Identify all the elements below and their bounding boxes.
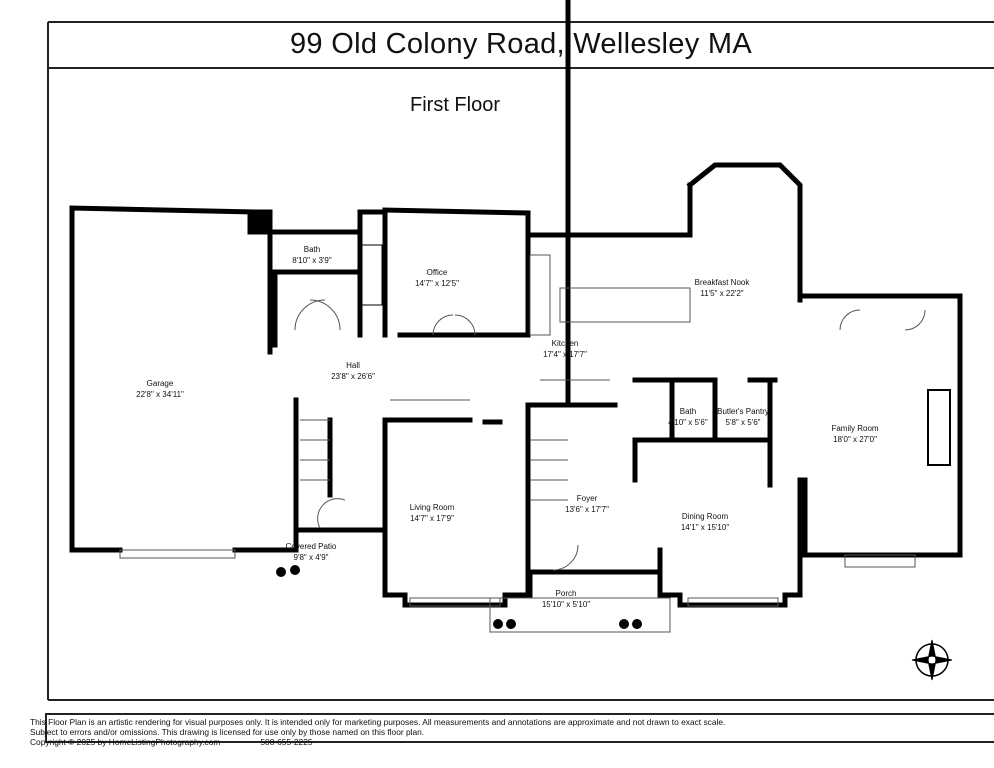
room-name: Kitchen <box>551 339 579 348</box>
floor-label: First Floor <box>410 94 500 116</box>
room-name: Dining Room <box>681 512 729 521</box>
room-size: 9'8" x 4'9" <box>293 553 329 562</box>
room-family-room: Family Room 18'0" x 27'0" <box>831 423 878 445</box>
page-title: 99 Old Colony Road, Wellesley MA <box>290 28 752 60</box>
room-size: 5'8" x 5'6" <box>725 418 761 427</box>
disclaimer-line: Subject to errors and/or omissions. This… <box>30 727 425 737</box>
room-kitchen: Kitchen 17'4" x 17'7" <box>543 338 587 360</box>
room-size: 14'7" x 12'5" <box>415 279 459 288</box>
room-size: 22'8" x 34'11" <box>136 390 184 399</box>
disclaimer-footer: This Floor Plan is an artistic rendering… <box>30 717 725 747</box>
compass-rose-icon <box>911 639 953 681</box>
page-frame <box>45 21 994 743</box>
room-size: 14'7" x 17'9" <box>410 514 454 523</box>
room-name: Hall <box>346 361 360 370</box>
columns <box>276 565 642 629</box>
fixtures <box>119 244 951 633</box>
room-dining-room: Dining Room 14'1" x 15'10" <box>681 511 729 533</box>
stairs-lines <box>300 399 568 501</box>
room-bath-1: Bath 8'10" x 3'9" <box>292 244 331 266</box>
room-name: Bath <box>679 407 697 416</box>
room-size: 17'4" x 17'7" <box>543 350 587 359</box>
room-breakfast-nook: Breakfast Nook 11'5" x 22'2" <box>695 277 750 299</box>
room-name: Bath <box>303 245 321 254</box>
room-covered-patio: Covered Patio 9'8" x 4'9" <box>286 541 337 563</box>
room-name: Family Room <box>831 424 879 433</box>
room-size: 8'10" x 3'9" <box>292 256 332 265</box>
room-name: Garage <box>146 379 174 388</box>
room-size: 18'0" x 27'0" <box>833 435 877 444</box>
room-office: Office 14'7" x 12'5" <box>415 267 459 289</box>
room-butlers-pantry: Butler's Pantry 5'8" x 5'6" <box>717 406 769 428</box>
room-garage: Garage 22'8" x 34'11" <box>136 378 184 400</box>
room-name: Foyer <box>576 494 598 503</box>
room-size: 14'1" x 15'10" <box>680 523 730 532</box>
room-porch: Porch 15'10" x 5'10" <box>542 588 590 610</box>
room-size: 15'10" x 5'10" <box>541 600 591 609</box>
room-hall: Hall 23'8" x 26'6" <box>331 360 375 382</box>
room-living-room: Living Room 14'7" x 17'9" <box>410 502 454 524</box>
copyright-text: Copyright © 2025 by HomeListingPhotograp… <box>30 737 221 747</box>
room-bath-2: Bath 4'10" x 5'6" <box>668 406 707 428</box>
room-name: Office <box>426 268 448 277</box>
room-foyer: Foyer 13'6" x 17'7" <box>565 493 609 515</box>
phone-number: 508-655-2225 <box>260 737 313 747</box>
room-size: 11'5" x 22'2" <box>700 289 744 298</box>
room-name: Living Room <box>409 503 455 512</box>
room-name: Butler's Pantry <box>717 407 769 416</box>
room-name: Porch <box>555 589 577 598</box>
room-name: Covered Patio <box>285 542 337 551</box>
copyright-line: Copyright © 2025 by HomeListingPhotograp… <box>30 737 725 747</box>
walls <box>69 0 963 608</box>
room-name: Breakfast Nook <box>694 278 750 287</box>
room-size: 13'6" x 17'7" <box>565 505 609 514</box>
disclaimer-line: This Floor Plan is an artistic rendering… <box>30 717 726 727</box>
room-size: 4'10" x 5'6" <box>668 418 708 427</box>
room-size: 23'8" x 26'6" <box>331 372 375 381</box>
